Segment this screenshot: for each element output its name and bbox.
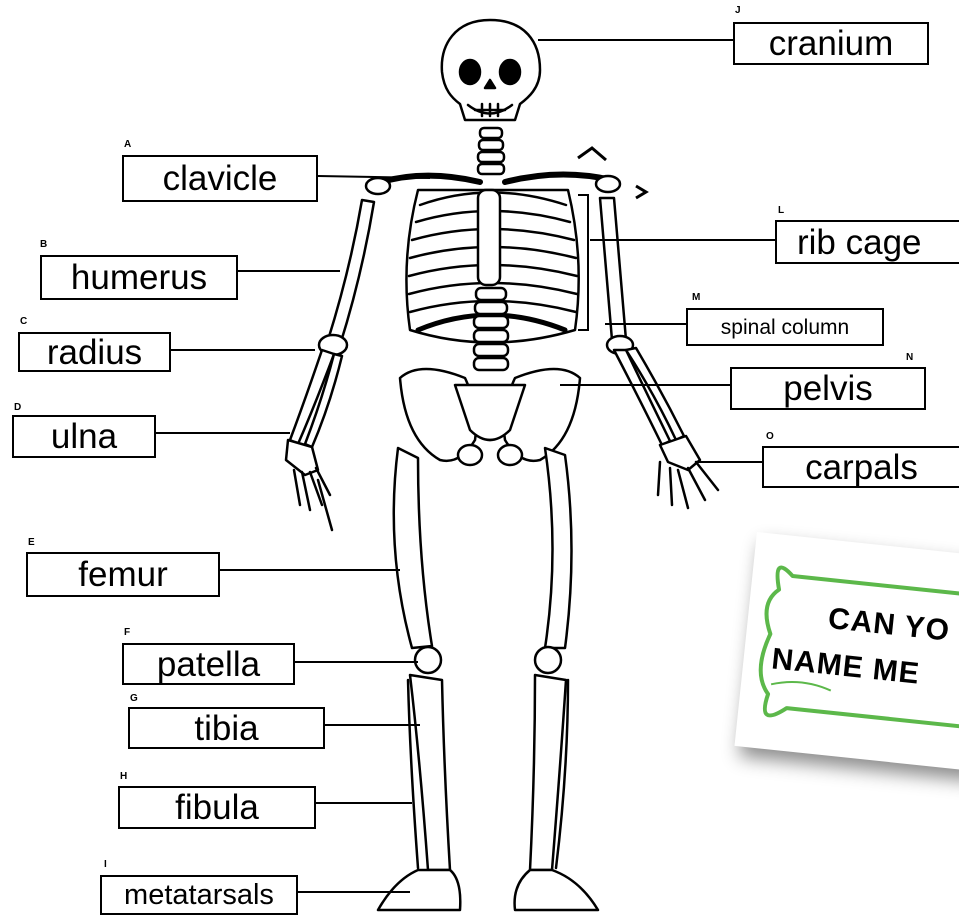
label-letter-h: H	[120, 772, 127, 782]
spinal-column-label-text: spinal column	[721, 317, 849, 338]
right-leg-drawing	[515, 448, 598, 910]
patella-label: patella	[122, 643, 295, 685]
label-letter-e: E	[28, 538, 35, 548]
cranium-label-text: cranium	[769, 26, 893, 61]
label-letter-m: M	[692, 293, 700, 303]
femur-label-text: femur	[78, 557, 167, 592]
label-letter-a: A	[124, 140, 131, 150]
label-letter-f: F	[124, 628, 130, 638]
skull-drawing	[442, 20, 540, 120]
left-arm-drawing	[286, 200, 374, 530]
label-letter-o: O	[766, 432, 774, 442]
left-leg-drawing	[378, 448, 460, 910]
label-letter-n: N	[906, 353, 913, 363]
radius-label: radius	[18, 332, 171, 372]
label-letter-i: I	[104, 860, 107, 870]
carpals-label-text: carpals	[805, 450, 918, 485]
ulna-label-text: ulna	[51, 419, 117, 454]
fibula-label: fibula	[118, 786, 316, 829]
label-letter-j: J	[735, 6, 741, 16]
carpals-label: carpals	[762, 446, 959, 488]
radius-label-text: radius	[47, 335, 142, 370]
label-letter-g: G	[130, 694, 138, 704]
label-letter-l: L	[778, 206, 784, 216]
pelvis-label: pelvis	[730, 367, 926, 410]
spinal-column-label: spinal column	[686, 308, 884, 346]
clavicle-label-text: clavicle	[163, 161, 278, 196]
clavicle-label: clavicle	[122, 155, 318, 202]
tibia-label-text: tibia	[194, 711, 258, 746]
patella-label-text: patella	[157, 647, 260, 682]
label-letter-d: D	[14, 403, 21, 413]
rib-cage-label: rib cage	[775, 220, 959, 264]
neck-drawing	[478, 128, 504, 174]
humerus-label-text: humerus	[71, 260, 207, 295]
pelvis-label-text: pelvis	[783, 371, 872, 406]
label-letter-c: C	[20, 317, 27, 327]
cranium-label: cranium	[733, 22, 929, 65]
label-letter-b: B	[40, 240, 47, 250]
metatarsals-label: metatarsals	[100, 875, 298, 915]
fibula-label-text: fibula	[175, 790, 259, 825]
spine-drawing	[474, 288, 508, 370]
femur-label: femur	[26, 552, 220, 597]
tibia-label: tibia	[128, 707, 325, 749]
metatarsals-label-text: metatarsals	[124, 881, 274, 910]
rib-cage-label-text: rib cage	[797, 225, 922, 260]
ulna-label: ulna	[12, 415, 156, 458]
name-me-bone-card: CAN YO NAME ME	[734, 532, 959, 773]
humerus-label: humerus	[40, 255, 238, 300]
